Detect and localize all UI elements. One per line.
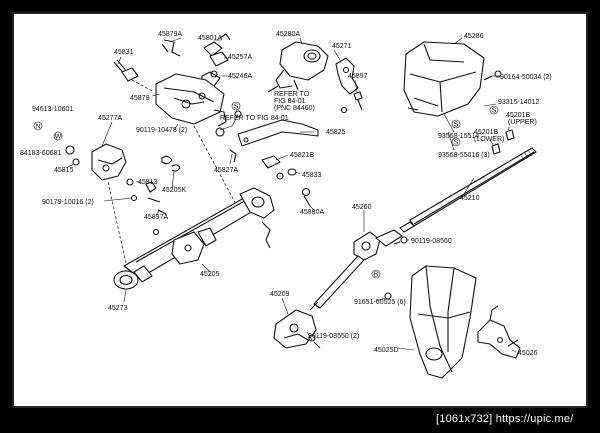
- label-45201b-upper: 45201B: [506, 112, 530, 119]
- label-45257A: 45257A: [228, 54, 252, 61]
- label-45280A: 45280A: [276, 31, 300, 38]
- joint-45209: [273, 309, 321, 349]
- label-45827A: 45827A: [214, 167, 238, 174]
- fasteners-45815: [65, 145, 181, 203]
- bearing-45273: [113, 265, 153, 290]
- label-90164: 90164-50034 (2): [500, 74, 552, 81]
- label-45880A: 45880A: [300, 209, 324, 216]
- label-45205K: 45205K: [162, 187, 186, 194]
- lock-housing-45878: [155, 73, 245, 220]
- label-45833: 45833: [302, 172, 322, 179]
- label-91651: 91651-60525 (6): [354, 299, 406, 306]
- code-s-3: S: [454, 140, 459, 147]
- code-w: W: [55, 134, 62, 141]
- label-refer-to: REFER TO: [274, 91, 310, 98]
- pins-45201B: [491, 129, 515, 155]
- column-cover-45286: [403, 41, 485, 117]
- label-45897A: 45897A: [144, 214, 168, 221]
- label-45026: 45026: [518, 350, 538, 357]
- code-s-1: S: [234, 104, 239, 111]
- label-93568b: 93568-55016 (3): [438, 152, 490, 159]
- label-45801A: 45801A: [198, 35, 222, 42]
- label-90119c: 90119-08550 (2): [308, 333, 359, 340]
- circled-codes: N W S S S S B: [33, 101, 499, 279]
- label-45205: 45205: [200, 271, 220, 278]
- label-45815: 45815: [54, 167, 74, 174]
- label-45246A: 45246A: [228, 73, 252, 80]
- label-94613: 94613-10601: [32, 106, 73, 113]
- washers-misc: [130, 106, 348, 236]
- code-s-2: S: [454, 122, 459, 129]
- label-refer-pnc: (PNC 84460): [274, 105, 315, 112]
- steering-column-exploded-diagram: N W S S S S B 45879A 45801A 45280A 45286…: [20, 31, 552, 379]
- label-45025D: 45025D: [374, 347, 399, 354]
- bolt-45831: [113, 59, 155, 93]
- bracket-45825: [237, 119, 319, 147]
- watermark-text: [1061x732] https://upic.me/: [436, 413, 574, 425]
- code-s-4: S: [492, 108, 497, 115]
- label-45878: 45878: [130, 95, 150, 102]
- washer-45833: [287, 168, 297, 176]
- label-45201b-lower-note: (LOWER): [474, 136, 504, 143]
- column-boot-45025D: [409, 265, 477, 379]
- screw-45897: [353, 91, 363, 111]
- label-45821B: 45821B: [290, 152, 314, 159]
- label-45201b-upper-note: (UPPER): [508, 119, 537, 126]
- label-90119b: 90119-08560: [411, 238, 452, 245]
- steering-shaft-45210: [399, 147, 537, 233]
- screw-90164: [483, 70, 502, 81]
- label-45286: 45286: [464, 33, 484, 40]
- label-45897: 45897: [348, 73, 368, 80]
- label-45210: 45210: [460, 195, 480, 202]
- diagram-frame: N W S S S S B 45879A 45801A 45280A 45286…: [12, 12, 588, 408]
- leader-lines: [67, 37, 517, 353]
- bolt-45880A: [301, 187, 311, 207]
- label-90179: 90179-10016 (2): [42, 199, 94, 206]
- label-45260: 45260: [352, 204, 372, 211]
- code-n: N: [36, 124, 41, 131]
- label-refer-fig: FIG 84-01: [274, 98, 306, 105]
- label-45271: 45271: [332, 43, 352, 50]
- label-45813: 45813: [138, 179, 158, 186]
- bolt-91651: [384, 292, 392, 300]
- label-45825: 45825: [326, 129, 346, 136]
- label-refer-to-fig-2: REFER TO FIG 84-01: [220, 115, 289, 122]
- clip-45879A: [161, 39, 181, 57]
- label-45277A: 45277A: [98, 115, 122, 122]
- key-cylinder-housing-45280A: [267, 41, 329, 93]
- bracket-45277A: [91, 143, 134, 265]
- label-45273: 45273: [108, 305, 128, 312]
- label-93568a: 93568-15514: [438, 133, 479, 140]
- label-45879A: 45879A: [158, 31, 182, 38]
- bracket-45026: [477, 305, 521, 359]
- clamp-45827A: [229, 149, 284, 180]
- bracket-45271: [335, 57, 359, 95]
- label-45201b-lower: 45201B: [474, 129, 498, 136]
- steering-column-tube-45205: [123, 187, 275, 279]
- intermediate-shaft-45260: [309, 229, 403, 311]
- label-45831: 45831: [114, 49, 134, 56]
- label-93315: 93315-14012: [498, 99, 539, 106]
- switch-parts-45801A: [201, 33, 231, 87]
- part-labels: 45879A 45801A 45280A 45286 45831 45257A …: [20, 31, 552, 357]
- label-45209: 45209: [270, 291, 290, 298]
- code-b: B: [374, 272, 379, 279]
- label-84183: 84183-60681: [20, 150, 61, 157]
- label-90119a: 90119-10478 (2): [136, 127, 187, 134]
